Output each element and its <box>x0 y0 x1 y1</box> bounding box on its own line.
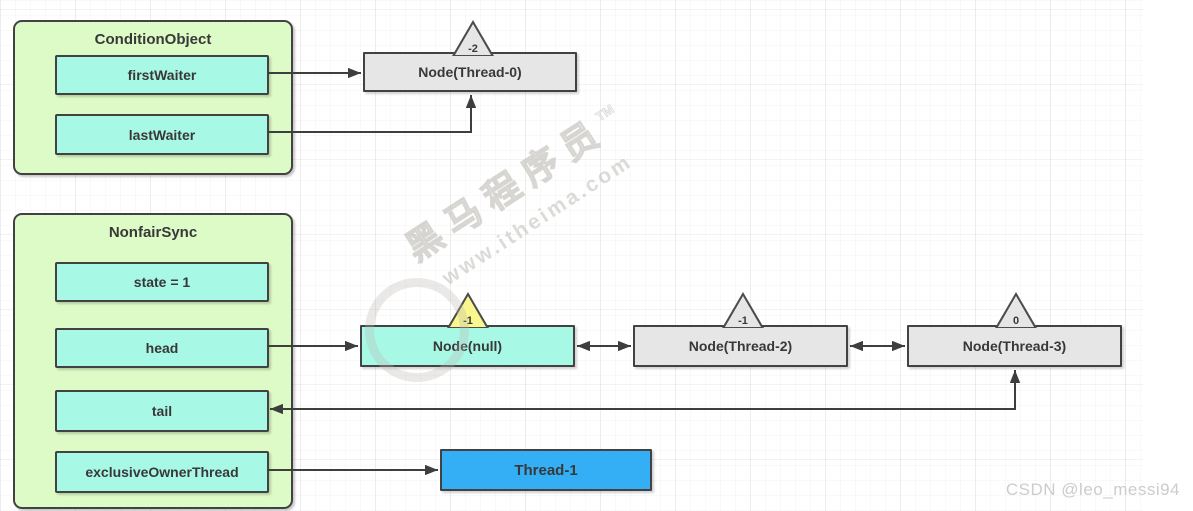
node-thread-0: Node(Thread-0) <box>363 52 577 92</box>
field-tail-label: tail <box>151 403 173 419</box>
nonfair-sync-title: NonfairSync <box>108 224 198 241</box>
field-exclusiveownerthread: exclusiveOwnerThread <box>55 451 269 493</box>
field-state: state = 1 <box>55 262 269 302</box>
field-firstwaiter: firstWaiter <box>55 55 269 95</box>
field-lastwaiter-label: lastWaiter <box>128 126 196 143</box>
field-state-label: state = 1 <box>133 274 191 290</box>
field-tail: tail <box>55 390 269 432</box>
waitstatus-value: -1 <box>738 315 748 327</box>
arrow-tail-node-thread-3 <box>270 370 1021 415</box>
node-null: Node(null) <box>360 325 575 367</box>
node-thread-2-label: Node(Thread-2) <box>688 338 793 354</box>
attribution-text: CSDN @leo_messi94 <box>1005 480 1180 499</box>
field-head: head <box>55 328 269 368</box>
waitstatus-value: 0 <box>1012 315 1020 327</box>
waitstatus-value: -2 <box>468 43 478 55</box>
thread-1-box: Thread-1 <box>440 449 652 491</box>
node-thread-2: Node(Thread-2) <box>633 325 848 367</box>
node-null-label: Node(null) <box>432 338 503 354</box>
field-lastwaiter: lastWaiter <box>55 114 269 155</box>
thread-1-label: Thread-1 <box>514 461 578 479</box>
arrow-lastwaiter-to-node-thread-0 <box>267 95 477 133</box>
waitstatus-triangle-thread-2: -1 <box>722 292 764 328</box>
waitstatus-triangle-thread-0: -2 <box>452 20 494 56</box>
node-thread-0-label: Node(Thread-0) <box>418 64 522 80</box>
waitstatus-value: -1 <box>463 315 473 327</box>
waitstatus-triangle-thread-3: 0 <box>995 292 1037 328</box>
condition-object-container: ConditionObject firstWaiter lastWaiter <box>13 20 293 175</box>
field-exclusiveownerthread-label: exclusiveOwnerThread <box>85 464 239 480</box>
node-thread-3-label: Node(Thread-3) <box>962 338 1067 354</box>
field-head-label: head <box>145 340 179 356</box>
field-firstwaiter-label: firstWaiter <box>127 67 197 83</box>
nonfair-sync-container: NonfairSync state = 1 head tail exclusiv… <box>13 213 293 509</box>
condition-object-title: ConditionObject <box>94 31 212 48</box>
waitstatus-triangle-node-null: -1 <box>447 292 489 328</box>
